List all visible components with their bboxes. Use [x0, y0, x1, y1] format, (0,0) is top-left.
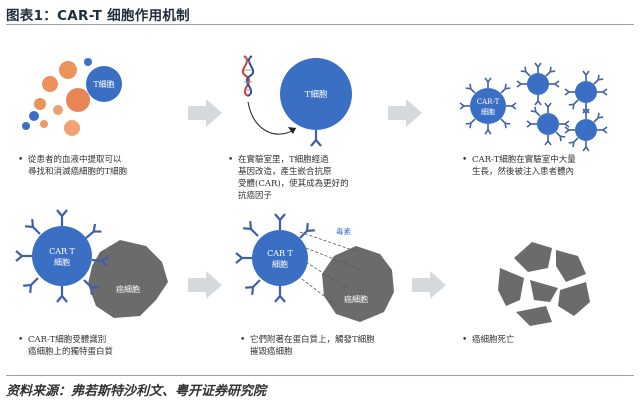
- svg-text:細胞: 細胞: [54, 257, 70, 267]
- svg-text:T細胞: T細胞: [305, 89, 328, 100]
- caption-step-2: • 在實驗室里，T細胞經過 基因改造，產生嵌合抗原 受體(CAR)，使其成為更好…: [228, 155, 349, 201]
- cancer-cell-2: [322, 246, 394, 322]
- arrow-2: [388, 99, 422, 127]
- arrow-4: [412, 271, 446, 299]
- caption-step-4: • CAR-T細胞受體識別 癌細胞上的獨特蛋白質: [18, 335, 114, 357]
- svg-text:癌細胞: 癌細胞: [116, 284, 140, 294]
- svg-text:CAR-T: CAR-T: [477, 98, 500, 106]
- car-t-cell-a: CAR-T 細胞: [459, 77, 517, 135]
- svg-text:CAR T: CAR T: [49, 247, 75, 256]
- figure-title: 图表1：CAR-T 细胞作用机制: [6, 8, 190, 24]
- panel-1-blood-cells: T細胞: [22, 58, 122, 136]
- toxin-label: 毒素: [336, 226, 351, 236]
- car-t-cell-big-1: [32, 226, 92, 286]
- panel-4-recognition: 癌細胞 CAR T 細胞: [14, 208, 168, 318]
- caption-step-6: • 癌細胞死亡: [462, 335, 515, 345]
- t-cell-label: T細胞: [93, 79, 114, 89]
- svg-text:CAR T: CAR T: [267, 249, 293, 258]
- caption-step-1: • 從患者的血液中提取可以 尋找和消滅癌細胞的T細胞: [18, 155, 128, 177]
- dna-icon: [241, 55, 255, 97]
- svg-text:癌細胞: 癌細胞: [344, 294, 368, 304]
- panel-5-attack: 癌細胞 毒素 CAR T 細胞: [234, 212, 394, 322]
- svg-text:細胞: 細胞: [481, 107, 495, 116]
- panel-6-dead-cancer-cell: [498, 242, 590, 326]
- car-t-cell-e: [564, 108, 608, 152]
- car-t-cell-big-2: [252, 230, 308, 286]
- t-cell-large: [280, 58, 352, 130]
- toxin-lines: [297, 231, 363, 309]
- panel-2-engineered-t-cell: T細胞: [241, 55, 352, 148]
- source-note: 资料来源：弗若斯特沙利文、粤开证券研究院: [6, 384, 267, 399]
- panel-3-car-t-expansion: CAR-T 細胞: [459, 62, 608, 152]
- arrow-3: [188, 271, 222, 299]
- cancer-cell-1: [88, 240, 168, 318]
- caption-step-5: • 它們附著在蛋白質上，觸發T細胞 摧毀癌細胞: [240, 335, 375, 357]
- bottom-divider: [6, 375, 634, 376]
- car-t-cell-b: [516, 62, 560, 106]
- arrow-1: [188, 99, 222, 127]
- t-cell-small: [86, 66, 122, 102]
- svg-text:細胞: 細胞: [272, 259, 288, 269]
- top-divider: [6, 24, 634, 25]
- car-t-cell-d: [526, 102, 570, 146]
- car-t-cell-c: [564, 70, 608, 114]
- caption-step-3: • CAR-T細胞在實驗室中大量 生長，然後被注入患者體內: [462, 155, 576, 177]
